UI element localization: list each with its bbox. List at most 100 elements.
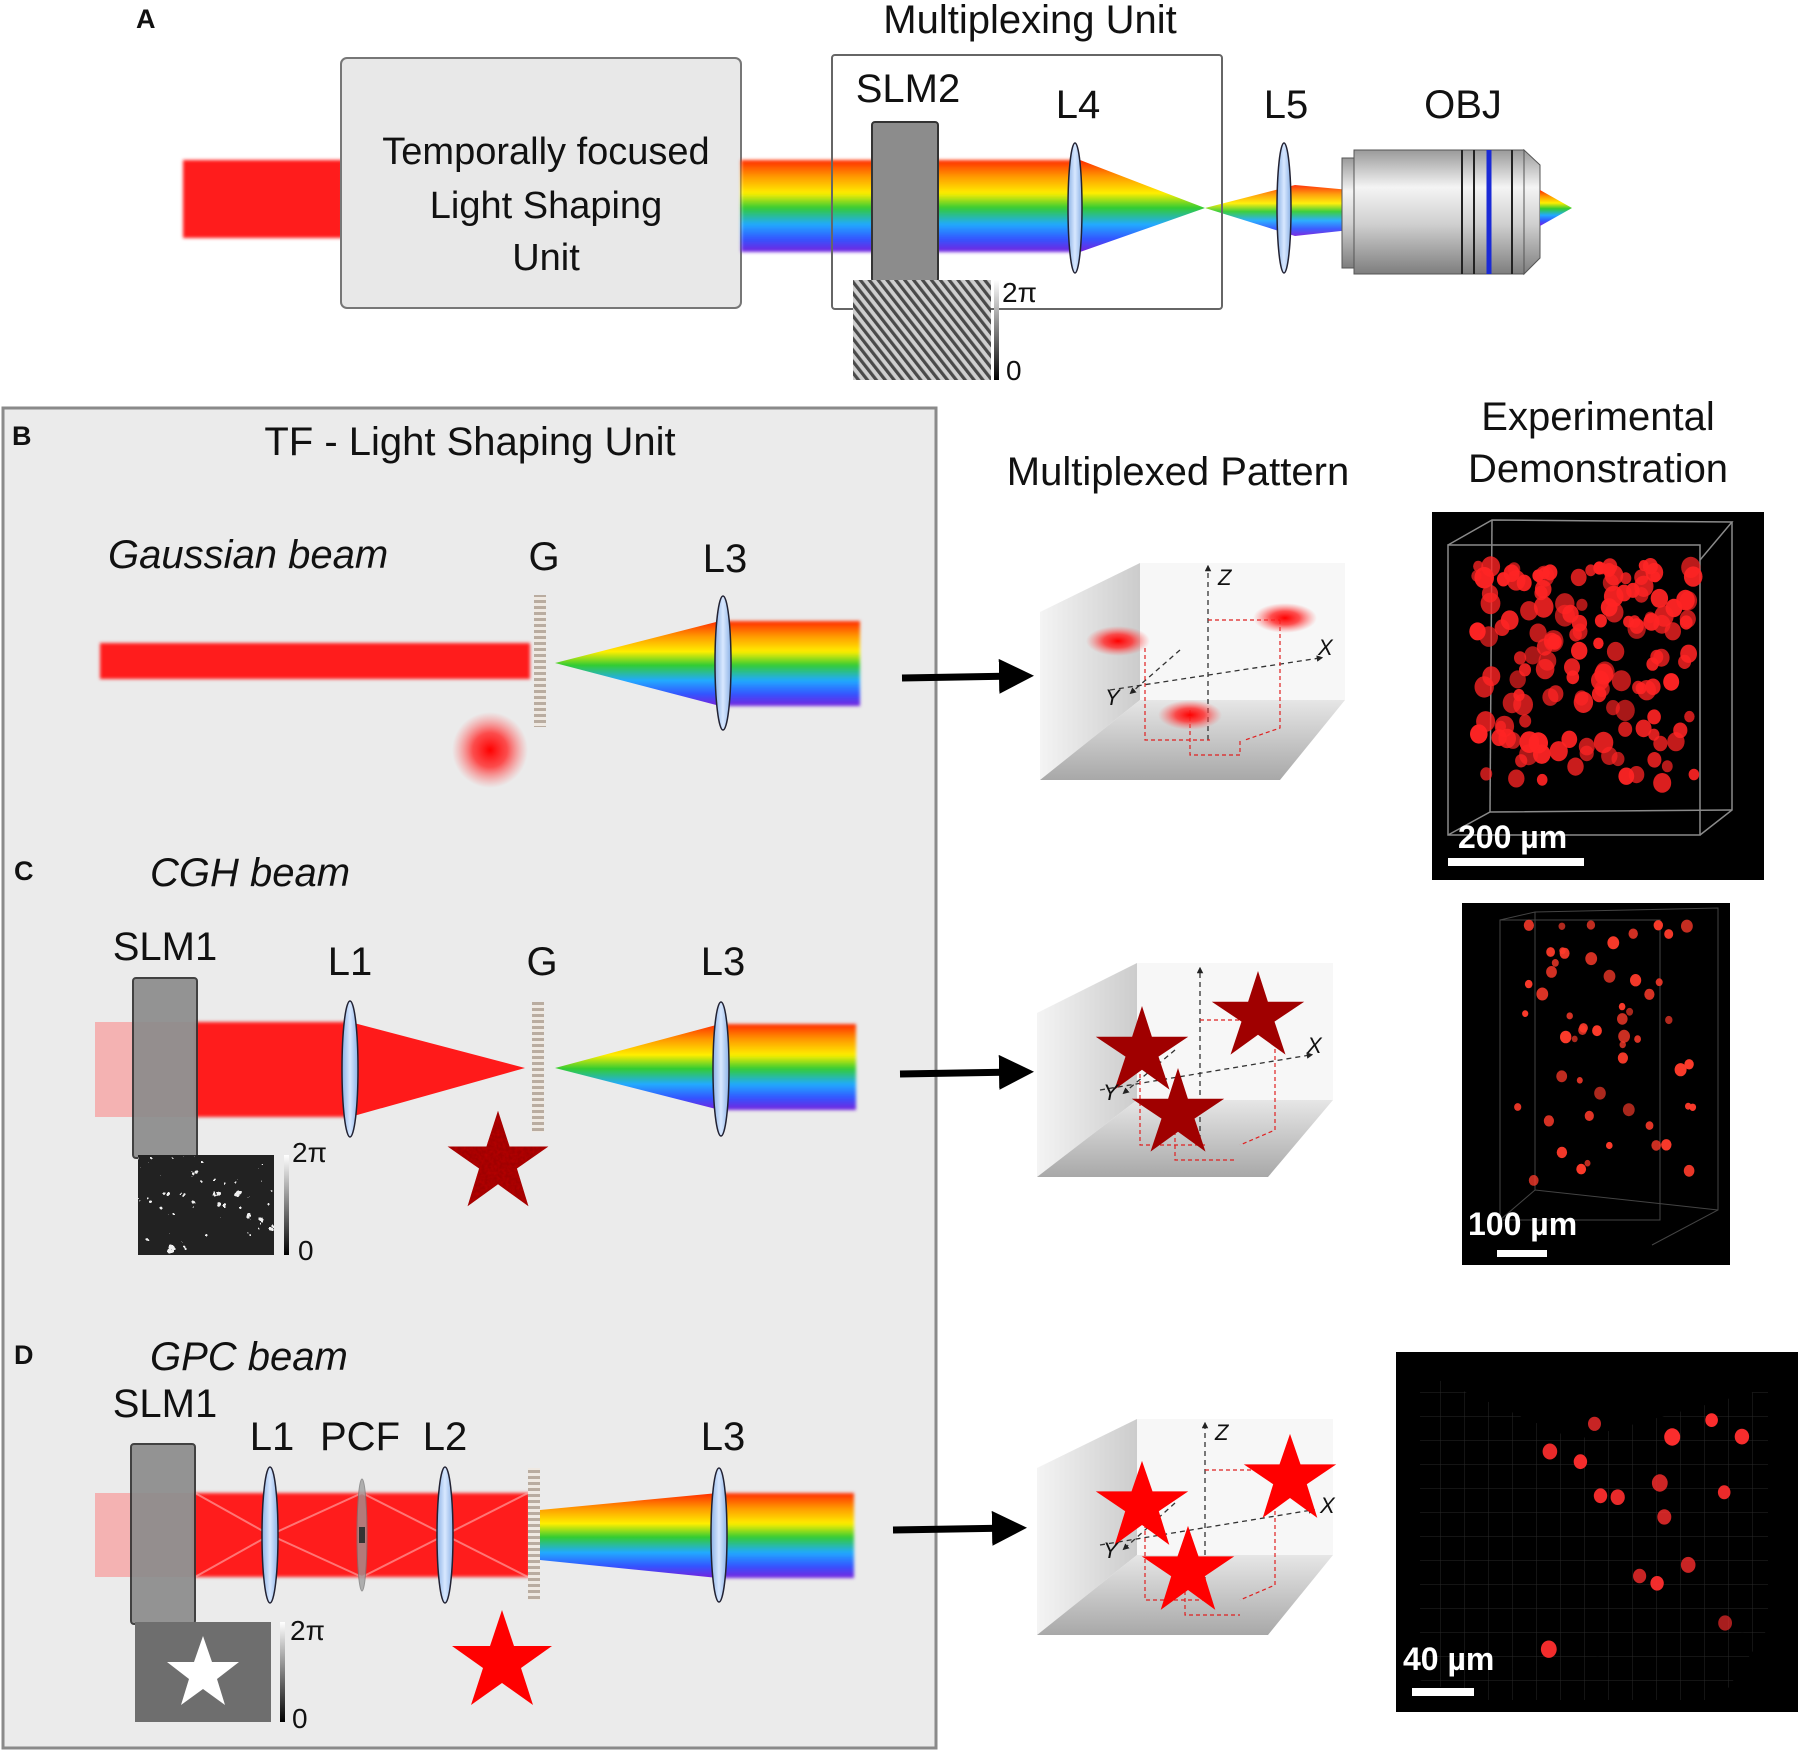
input-laser-beam (183, 160, 343, 238)
fluorescent-spot (1559, 947, 1566, 955)
fluorescent-spot (1540, 1640, 1557, 1658)
fluorescent-spot (1606, 641, 1625, 662)
fluorescent-spot (1647, 752, 1662, 768)
experimental-image-b (1432, 512, 1764, 880)
grating-b-label: G (528, 535, 559, 579)
fluorescent-spot (1651, 1474, 1668, 1492)
fluorescent-spot (1523, 919, 1534, 931)
cgh-focusing-cone (350, 1022, 525, 1117)
light-shaping-unit-line2: Light Shaping (430, 185, 662, 227)
fluorescent-spot (1571, 1035, 1578, 1043)
scale-bar-c-label: 100 µm (1468, 1206, 1577, 1242)
fluorescent-spot (1533, 596, 1554, 618)
focusing-cone (1074, 160, 1205, 252)
fluorescent-spot (1571, 641, 1588, 660)
experimental-header-line2: Demonstration (1468, 447, 1728, 491)
cgh-star-speckle (447, 1110, 549, 1207)
objective-lens (1341, 148, 1541, 276)
fluorescent-spot (1534, 585, 1548, 601)
fluorescent-spot (1601, 746, 1618, 766)
fluorescent-spot (1543, 630, 1564, 652)
fluorescent-spot (1603, 969, 1616, 983)
fluorescent-spot (1681, 556, 1701, 579)
fluorescent-spot (1705, 1413, 1718, 1427)
fluorescent-spot (1481, 584, 1499, 603)
fluorescent-spot (1482, 666, 1501, 687)
fluorescent-spot (1570, 568, 1587, 587)
fluorescent-spot (1602, 574, 1619, 592)
fluorescent-spot (1524, 979, 1533, 989)
fluorescent-spot (1514, 1103, 1522, 1111)
fluorescent-spot (1618, 1029, 1630, 1043)
fluorescent-spot (1632, 680, 1645, 695)
light-shaping-unit-line3: Unit (512, 237, 580, 279)
fluorescent-spot (1558, 922, 1566, 930)
objective-output-beam (1540, 190, 1572, 226)
fluorescent-spot (1626, 1007, 1634, 1016)
slm2-phase-min: 0 (1006, 355, 1022, 386)
fluorescent-spot (1635, 719, 1652, 738)
dispersion-cone-d (540, 1493, 718, 1578)
scale-bar-d-label: 40 µm (1403, 1641, 1494, 1677)
pcf-label: PCF (320, 1415, 400, 1459)
fluorescent-spot (1591, 670, 1610, 691)
axis-y-c: Y (1103, 1080, 1119, 1105)
fluorescent-spot (1630, 974, 1642, 987)
fluorescent-spot (1522, 1010, 1529, 1017)
fluorescent-spot (1529, 623, 1547, 643)
light-shaping-unit-line1: Temporally focused (382, 131, 709, 173)
lens-l3-b (714, 595, 732, 731)
pattern-box-b (1040, 563, 1345, 780)
pattern-box-c (1037, 963, 1333, 1177)
fluorescent-spot (1674, 1063, 1687, 1077)
spot-b-3 (1158, 700, 1222, 730)
fluorescent-spot (1606, 700, 1620, 716)
axis-x-c: X (1306, 1033, 1323, 1058)
experimental-header-line1: Experimental (1481, 395, 1714, 439)
fluorescent-spot (1618, 721, 1633, 737)
lens-l4 (1067, 142, 1083, 274)
l2-d-label: L2 (423, 1415, 468, 1459)
fluorescent-spot (1644, 988, 1655, 1000)
lens-l3-d (710, 1467, 728, 1603)
fluorescent-spot (1536, 987, 1549, 1001)
fluorescent-spot (1673, 722, 1688, 739)
fluorescent-spot (1600, 598, 1618, 617)
cgh-colorbar (284, 1155, 289, 1255)
fluorescent-spot (1680, 644, 1697, 663)
fluorescent-spot (1647, 709, 1661, 725)
fluorescent-spot (1593, 561, 1606, 575)
fluorescent-spot (1619, 1041, 1626, 1049)
spot-b-1 (1086, 626, 1150, 656)
dispersion-cone-b (555, 621, 720, 706)
fluorescent-spot (1717, 1485, 1731, 1500)
fluorescent-spot (1618, 1002, 1626, 1011)
multiplexed-pattern-header: Multiplexed Pattern (1007, 450, 1349, 494)
grating-b (534, 595, 546, 727)
fluorescent-spot (1644, 611, 1656, 624)
fluorescent-spot (1622, 1103, 1635, 1117)
gpc-phase-max: 2π (290, 1615, 325, 1646)
arrow-d (892, 1510, 1027, 1546)
lens-l3-c (712, 1001, 730, 1137)
fluorescent-spot (1634, 1035, 1641, 1043)
lens-l5 (1276, 142, 1292, 274)
fluorescent-spot (1506, 570, 1526, 591)
fluorescent-spot (1588, 1416, 1601, 1431)
fluorescent-spot (1571, 614, 1588, 632)
scale-bar-b-label: 200 µm (1458, 819, 1567, 855)
fluorescent-spot (1546, 966, 1557, 978)
fluorescent-spot (1528, 1175, 1539, 1186)
fluorescent-spot (1665, 1015, 1673, 1025)
cgh-beam-label: CGH beam (150, 851, 350, 895)
gaussian-spot-profile (452, 712, 528, 788)
fluorescent-spot (1546, 947, 1555, 957)
fluorescent-spot (1556, 1146, 1568, 1159)
fluorescent-spot (1538, 567, 1550, 580)
fluorescent-spot (1585, 952, 1598, 966)
grating-d (528, 1468, 540, 1600)
panel-label-a: A (136, 4, 156, 34)
gpc-phase-min: 0 (292, 1703, 308, 1734)
spot-b-2 (1253, 603, 1317, 633)
multiplexing-unit-title: Multiplexing Unit (883, 0, 1176, 42)
